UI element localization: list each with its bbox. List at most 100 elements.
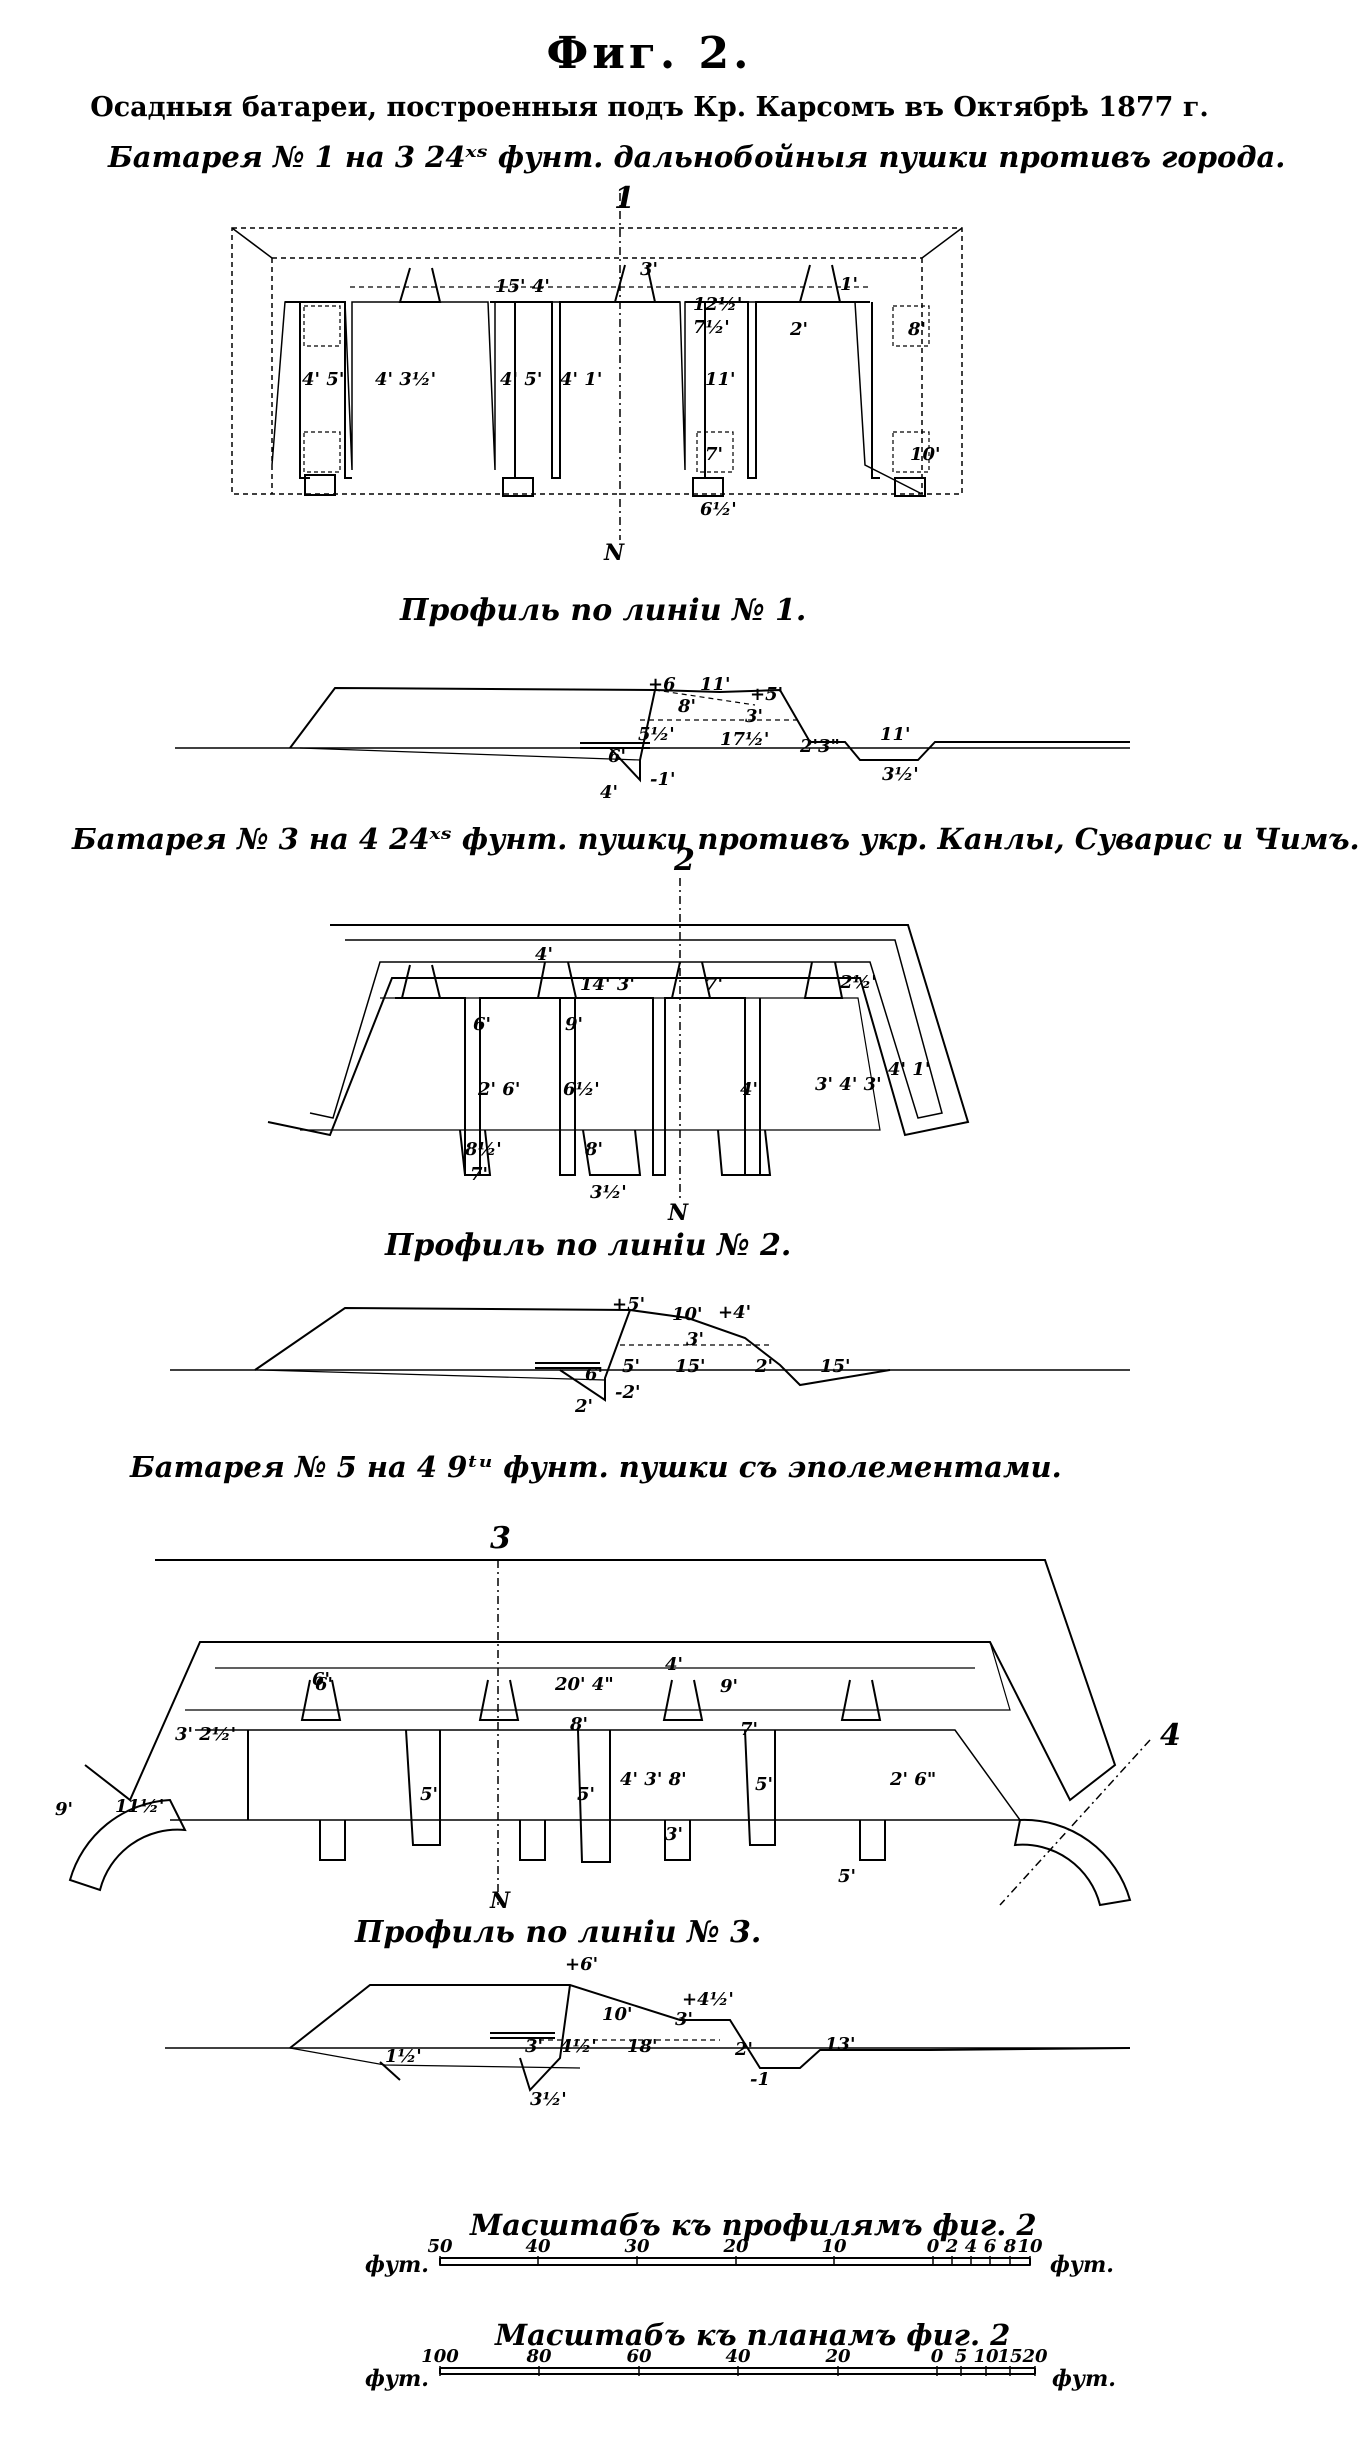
profile3-dim-label: 3' xyxy=(525,2036,543,2057)
battery5-dim-label: 5' xyxy=(577,1784,595,1805)
battery5-dim-label: 20' 4" xyxy=(554,1674,614,1695)
scale-plans-tick-label: 100 xyxy=(421,2346,459,2367)
battery3-dim-label: 4' 1' xyxy=(888,1059,930,1080)
scale-profiles-tick-label: 40 xyxy=(525,2236,551,2257)
figure-subtitle: Осадныя батареи, построенныя подъ Кр. Ка… xyxy=(90,92,1209,123)
profile1-dim-label: 4' xyxy=(600,782,618,803)
scale-plans-tick-label: 20 xyxy=(824,2346,851,2367)
dimension-labels: 15' 4'4' 5'4' 3½'4' 5'4' 1'11'12½'7½'2'3… xyxy=(55,259,941,2110)
scale-plans-tick-label: 10 xyxy=(973,2346,999,2367)
profile1-dim-label: 3' xyxy=(745,706,763,727)
scale-plans-left-unit: фут. xyxy=(365,2366,429,2392)
scale-profiles-tick-label: 50 xyxy=(427,2236,453,2257)
battery5-dim-label: 7' xyxy=(740,1719,758,1740)
battery3-heading: Батарея № 3 на 4 24ˣˢ фунт. пушки против… xyxy=(72,822,1360,856)
battery5-dim-label: 2' 6" xyxy=(889,1769,936,1790)
profile1-dim-label: 3½' xyxy=(882,764,919,785)
battery3-dim-label: 8' xyxy=(584,1139,603,1160)
scale-plans-tick-label: 60 xyxy=(626,2346,652,2367)
profile1-dim-label: 2'3" xyxy=(799,736,840,757)
battery5-dim-label: 4' xyxy=(665,1654,683,1675)
battery5-dim-label: 5' xyxy=(838,1866,856,1887)
profile3-dim-label: 3½' xyxy=(530,2089,567,2110)
profile3-dim-label: +4½' xyxy=(682,1989,734,2010)
profile2-dim-label: 2' xyxy=(574,1396,593,1417)
profile1-dim-label: +5' xyxy=(750,684,783,705)
scale-profiles-tick-label: 2 xyxy=(945,2236,959,2257)
profile2-dim-label: 6' xyxy=(585,1364,603,1385)
battery5-section-mark: 3 xyxy=(490,1521,511,1556)
scale-profiles-tick-label: 0 xyxy=(927,2236,940,2257)
battery1-dim-label: 6½' xyxy=(700,499,737,520)
scale-plans-tick-label: 20 xyxy=(1021,2346,1048,2367)
battery5-dim-label: 11½' xyxy=(115,1796,164,1817)
battery5-north-mark: N xyxy=(489,1888,511,1914)
profile3-dim-label: 13' xyxy=(825,2034,856,2055)
battery5-dim-label: 9' xyxy=(720,1676,738,1697)
scale-profiles-tick-label: 4 xyxy=(965,2236,978,2257)
profile2-dim-label: 5' xyxy=(622,1356,640,1377)
battery1-dim-label: 15' 4' xyxy=(495,276,550,297)
profile3-dim-label: 18' xyxy=(627,2036,658,2057)
profile1-dim-label: 6' xyxy=(608,746,626,767)
battery1-plan xyxy=(231,193,963,540)
battery3-dim-label: 6½' xyxy=(563,1079,600,1100)
battery1-section-mark: 1 xyxy=(614,181,635,216)
scale-profiles-tick-label: 8 xyxy=(1003,2236,1017,2257)
battery3-dim-label: 14' 3' xyxy=(580,974,635,995)
profile3-dim-label: 2' xyxy=(734,2039,753,2060)
battery1-dim-label: 4' 1' xyxy=(560,369,602,390)
scale-plans-tick-label: 40 xyxy=(725,2346,751,2367)
battery1-north-mark: N xyxy=(603,540,625,566)
profile3-title: Профиль по линіи № 3. xyxy=(355,1915,762,1950)
battery3-dim-label: 2' 6' xyxy=(477,1079,520,1100)
profile1 xyxy=(175,686,1130,783)
battery5-dim-label: 6' xyxy=(312,1669,330,1690)
profile1-dim-label: +6 xyxy=(648,674,676,695)
battery1-dim-label: 7½' xyxy=(693,317,730,338)
battery3-dim-label: 8½' xyxy=(464,1139,502,1160)
profile3-dim-label: +6' xyxy=(565,1954,598,1975)
battery3-north-mark: N xyxy=(667,1200,689,1226)
battery1-dim-label: 4' 3½' xyxy=(375,369,436,390)
figure-title: Фиг. 2. xyxy=(546,28,753,79)
battery5-dim-label: 9' xyxy=(55,1799,73,1820)
battery3-dim-label: 6' xyxy=(473,1014,491,1035)
profile1-dim-label: 17½' xyxy=(720,729,769,750)
battery5-heading: Батарея № 5 на 4 9ᵗᵘ фунт. пушки съ эпол… xyxy=(130,1450,1062,1484)
battery3-plan xyxy=(267,878,970,1200)
battery1-dim-label: 2' xyxy=(789,319,808,340)
profile2-title: Профиль по линіи № 2. xyxy=(385,1228,792,1263)
profile1-dim-label: 5½' xyxy=(638,724,675,745)
profile1-dim-label: 8' xyxy=(677,696,696,717)
battery5-plan xyxy=(68,1559,1151,1907)
battery5-dim-label: 5' xyxy=(420,1784,438,1805)
battery3-dim-label: 3½' xyxy=(590,1182,627,1203)
battery1-dim-label: 11' xyxy=(705,369,736,390)
scale-plans-title: Масштабъ къ планамъ фиг. 2 xyxy=(495,2318,1011,2352)
profile1-dim-label: 11' xyxy=(880,724,911,745)
battery5-dim-label: 5' xyxy=(755,1774,773,1795)
profile2-dim-label: 15' xyxy=(820,1356,851,1377)
battery3-dim-label: 2½' xyxy=(839,972,877,993)
profile1-title: Профиль по линіи № 1. xyxy=(400,593,807,628)
profile3-dim-label: 10' xyxy=(602,2004,633,2025)
scale-profiles-tick-label: 10 xyxy=(1017,2236,1043,2257)
battery1-dim-label: 7' xyxy=(705,444,723,465)
scale-plans-tick-label: 15 xyxy=(997,2346,1022,2367)
profile2-dim-label: -2' xyxy=(615,1382,641,1403)
battery3-dim-label: 4' xyxy=(740,1079,758,1100)
profile3 xyxy=(165,1984,1131,2092)
battery5-dim-label: 6' xyxy=(315,1674,333,1695)
profile1-dim-label: -1' xyxy=(650,769,676,790)
scale-plans-tick-label: 5 xyxy=(955,2346,968,2367)
profile3-dim-label: 1½' xyxy=(385,2046,422,2067)
scale-profiles-tick-label: 10 xyxy=(821,2236,847,2257)
fortification-drawing: 1 N 2 N 3 4 N 15' 4' 4' 5' 4' 3½' 4' 5' 4' 1… xyxy=(55,181,1181,2392)
scale-profiles-tick-label: 6 xyxy=(984,2236,997,2257)
scale-plans-right-unit: фут. xyxy=(1052,2366,1116,2392)
battery3-dim-label: 3' 4' 3' xyxy=(815,1074,882,1095)
battery5-section-mark-2: 4 xyxy=(1160,1718,1181,1753)
scale-profiles-title: Масштабъ къ профилямъ фиг. 2 xyxy=(470,2208,1037,2242)
